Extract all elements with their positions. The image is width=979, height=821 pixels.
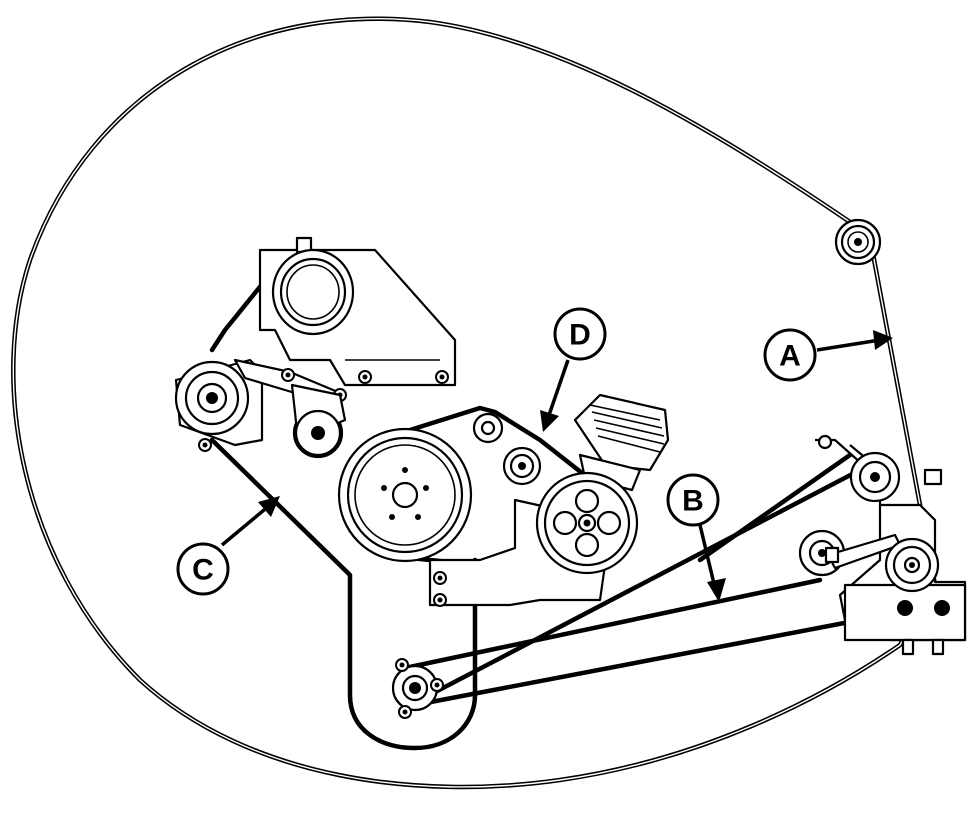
callout-b-label: B	[682, 485, 704, 518]
callout-a-label: A	[779, 340, 801, 373]
idler-pulley-d	[502, 446, 542, 486]
callout-a: A	[763, 328, 893, 382]
callout-b: B	[666, 473, 726, 602]
lower-idler-pulley	[391, 658, 444, 719]
canister-pulley	[271, 248, 355, 336]
crankshaft-pulley	[337, 427, 473, 563]
belt-b	[402, 452, 863, 708]
deck-gearbox-assembly	[798, 434, 967, 656]
belt-a	[11, 16, 938, 790]
callout-d: D	[540, 307, 607, 432]
callout-c-label: C	[192, 554, 214, 587]
compressor-body	[573, 393, 670, 492]
compressor-pulley	[535, 471, 639, 575]
alternator-pulley	[174, 358, 264, 452]
tensioner-upper-left	[233, 358, 347, 459]
upper-right-idler-pulley	[834, 218, 882, 266]
callout-d-label: D	[569, 319, 591, 352]
idler-pulley-small	[472, 412, 504, 444]
callout-c: C	[176, 496, 280, 596]
